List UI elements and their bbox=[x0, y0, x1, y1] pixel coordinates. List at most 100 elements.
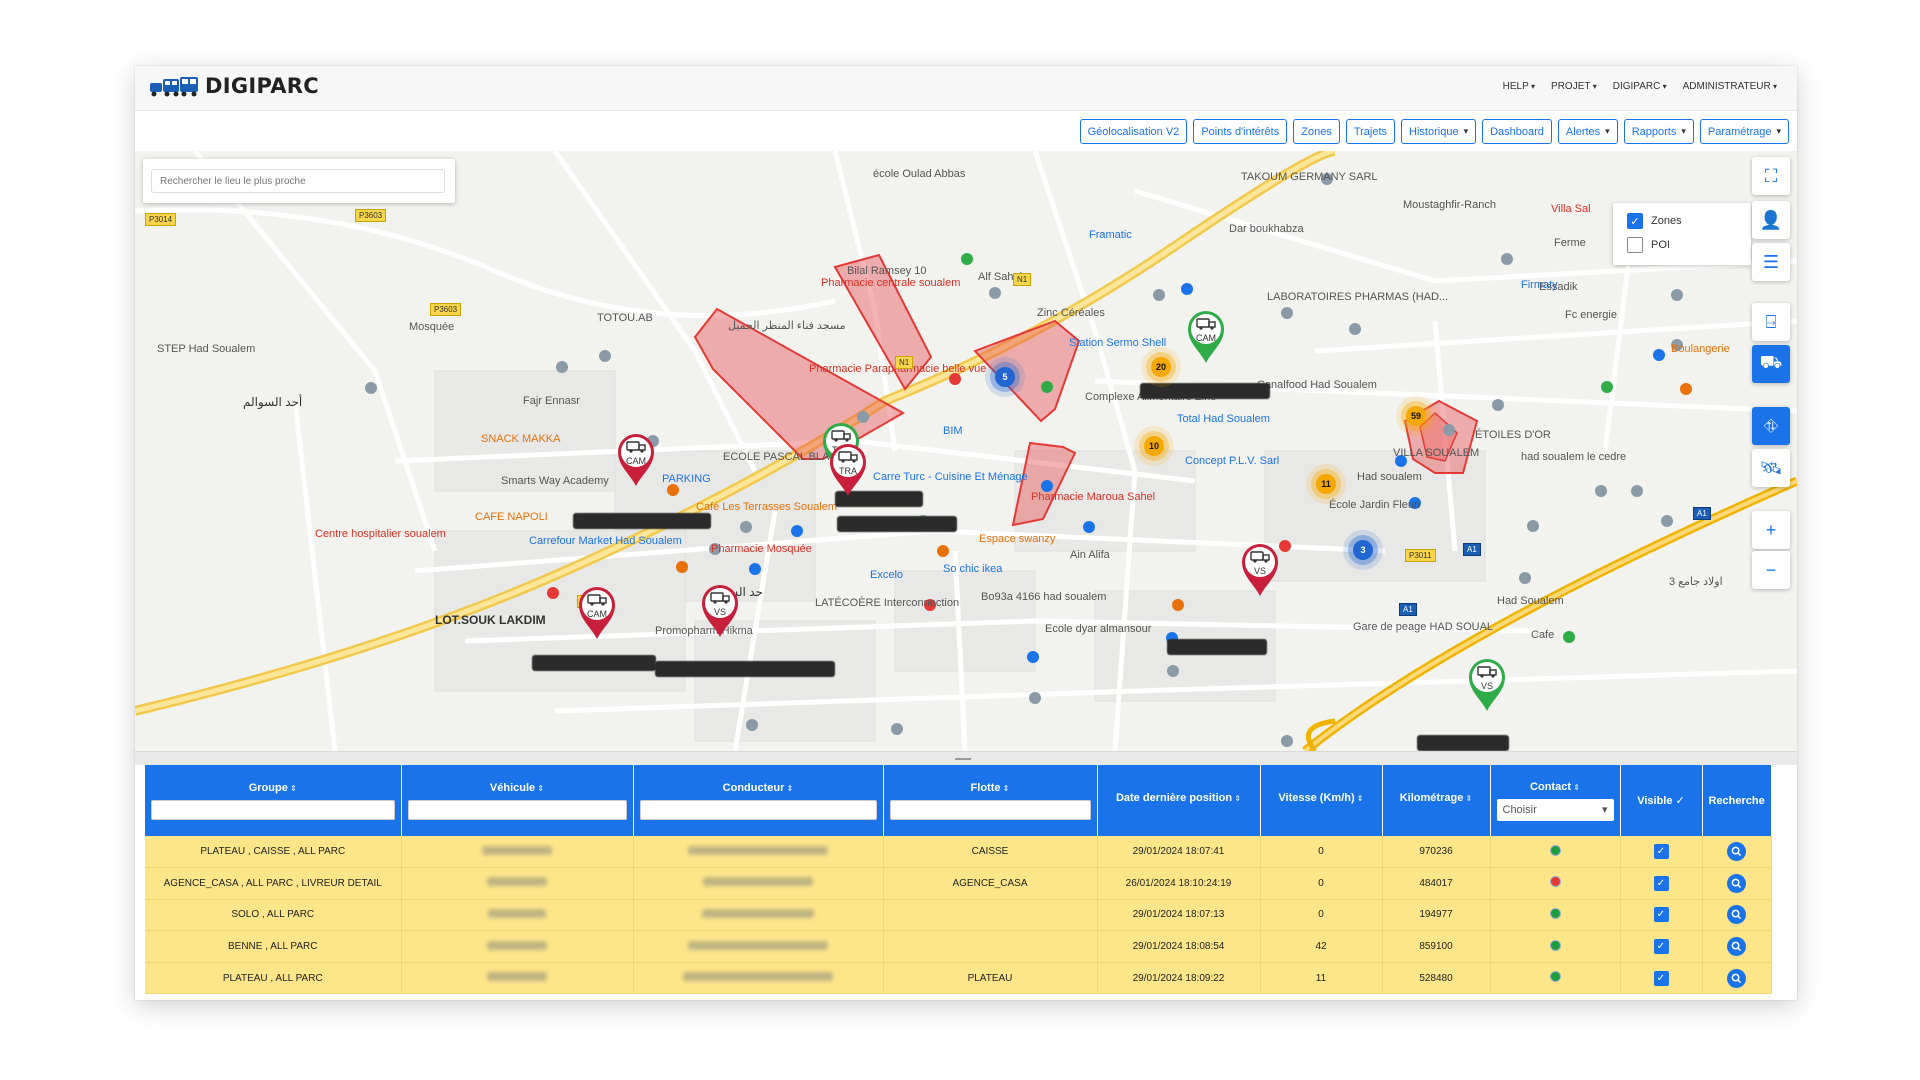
visible-checkbox[interactable]: ✓ bbox=[1653, 970, 1669, 986]
layer-zones[interactable]: ✓ Zones bbox=[1627, 213, 1682, 229]
toolbar-button[interactable]: Alertes bbox=[1557, 119, 1618, 144]
vehicle-marker[interactable]: VS bbox=[1465, 655, 1509, 713]
visible-checkbox[interactable]: ✓ bbox=[1653, 875, 1669, 891]
cell-visible[interactable]: ✓ bbox=[1620, 836, 1703, 869]
cell-conducteur bbox=[633, 867, 884, 900]
map-view[interactable]: ✓ Zones POI ⛶ 👤 ☰ ⍈ ⛟ ⛗ 🛰 + − école Oula… bbox=[135, 151, 1797, 751]
vehicle-marker[interactable]: TRA bbox=[826, 440, 870, 498]
col-flotte-label: Flotte bbox=[890, 782, 1091, 794]
driver-button[interactable]: 👤 bbox=[1752, 201, 1790, 239]
top-menu-item[interactable]: HELP bbox=[1503, 81, 1535, 92]
col-contact-label: Contact bbox=[1497, 781, 1614, 793]
vehicle-cluster[interactable]: 11 bbox=[1316, 474, 1336, 494]
route-button[interactable]: ⛗ bbox=[1752, 407, 1790, 445]
toolbar-button[interactable]: Paramétrage bbox=[1699, 119, 1789, 144]
top-menu-item[interactable]: PROJET bbox=[1551, 81, 1597, 92]
vehicle-marker[interactable]: CAM bbox=[614, 430, 658, 488]
cell-recherche[interactable] bbox=[1702, 962, 1772, 995]
zones-checkbox[interactable]: ✓ bbox=[1627, 213, 1643, 229]
vehicule-filter-input[interactable] bbox=[407, 799, 627, 820]
cell-recherche[interactable] bbox=[1702, 836, 1772, 869]
col-contact[interactable]: Contact Choisir▾ bbox=[1490, 765, 1621, 836]
layer-poi[interactable]: POI bbox=[1627, 237, 1670, 253]
locate-button[interactable] bbox=[1727, 873, 1746, 893]
toolbar-button[interactable]: Rapports bbox=[1623, 119, 1694, 144]
groupe-filter-input[interactable] bbox=[151, 799, 395, 820]
toolbar-button[interactable]: Points d'intérêts bbox=[1193, 119, 1288, 144]
locate-button[interactable] bbox=[1727, 842, 1746, 862]
tracking-button[interactable]: ⛟ bbox=[1752, 345, 1790, 383]
poi-checkbox[interactable] bbox=[1627, 237, 1643, 253]
satellite-button[interactable]: 🛰 bbox=[1752, 449, 1790, 487]
toolbar-button[interactable]: Dashboard bbox=[1482, 119, 1552, 144]
cell-visible[interactable]: ✓ bbox=[1620, 930, 1703, 963]
cell-flotte: AGENCE_CASA bbox=[883, 867, 1098, 900]
menu-button[interactable]: ☰ bbox=[1752, 243, 1790, 281]
col-km[interactable]: Kilométrage bbox=[1382, 765, 1491, 836]
zoom-out-button[interactable]: − bbox=[1752, 551, 1790, 589]
col-groupe[interactable]: Groupe bbox=[145, 765, 402, 836]
locate-button[interactable] bbox=[1727, 968, 1746, 988]
vehicle-cluster[interactable]: 59 bbox=[1406, 406, 1426, 426]
visible-checkbox[interactable]: ✓ bbox=[1653, 907, 1669, 923]
vehicle-marker[interactable]: VS bbox=[1238, 540, 1282, 598]
fullscreen-button[interactable]: ⛶ bbox=[1752, 157, 1790, 195]
map-pin-icon bbox=[1188, 311, 1224, 363]
cell-recherche[interactable] bbox=[1702, 867, 1772, 900]
map-search-input[interactable] bbox=[151, 169, 445, 193]
vehicle-cluster[interactable]: 3 bbox=[1353, 540, 1373, 560]
col-vitesse[interactable]: Vitesse (Km/h) bbox=[1260, 765, 1383, 836]
panel-splitter[interactable] bbox=[135, 751, 1797, 765]
toolbar-button[interactable]: Géolocalisation V2 bbox=[1079, 119, 1188, 144]
map-place-label: Carrefour Market Had Soualem bbox=[529, 535, 682, 547]
vehicle-cluster[interactable]: 20 bbox=[1151, 357, 1171, 377]
door-button[interactable]: ⍈ bbox=[1752, 303, 1790, 341]
col-date[interactable]: Date dernière position bbox=[1097, 765, 1261, 836]
vehicle-cluster[interactable]: 5 bbox=[995, 367, 1015, 387]
cell-recherche[interactable] bbox=[1702, 930, 1772, 963]
map-place-label: Centre hospitalier soualem bbox=[315, 528, 446, 540]
col-conducteur[interactable]: Conducteur bbox=[633, 765, 884, 836]
contact-filter-select[interactable]: Choisir▾ bbox=[1496, 798, 1614, 821]
cell-visible[interactable]: ✓ bbox=[1620, 962, 1703, 995]
vehicle-plate-label bbox=[837, 516, 957, 532]
col-visible[interactable]: Visible ✓ bbox=[1620, 765, 1703, 836]
col-km-label: Kilométrage bbox=[1389, 792, 1484, 804]
map-place-label: Ferme bbox=[1554, 237, 1586, 249]
locate-button[interactable] bbox=[1727, 905, 1746, 925]
logo[interactable]: DIGIPARC bbox=[149, 74, 319, 98]
visible-checkbox[interactable]: ✓ bbox=[1653, 939, 1669, 955]
zoom-in-button[interactable]: + bbox=[1752, 511, 1790, 549]
vehicle-marker[interactable]: CAM bbox=[575, 583, 619, 641]
cell-recherche[interactable] bbox=[1702, 899, 1772, 932]
map-place-label: Pharmacie Parapharmacie belle vue bbox=[809, 363, 987, 375]
vehicle-marker[interactable]: CAM bbox=[1184, 307, 1228, 365]
toolbar-button[interactable]: Trajets bbox=[1345, 119, 1396, 144]
toolbar-button[interactable]: Historique bbox=[1401, 119, 1477, 144]
col-flotte[interactable]: Flotte bbox=[883, 765, 1098, 836]
cell-vehicule bbox=[401, 962, 634, 995]
vehicle-marker[interactable]: VS bbox=[698, 581, 742, 639]
locate-button[interactable] bbox=[1727, 937, 1746, 957]
conducteur-filter-input[interactable] bbox=[639, 799, 877, 820]
vehicle-cluster[interactable]: 10 bbox=[1144, 436, 1164, 456]
cell-visible[interactable]: ✓ bbox=[1620, 899, 1703, 932]
map-place-label: VILLA SOUALEM bbox=[1393, 447, 1480, 459]
flotte-filter-input[interactable] bbox=[889, 799, 1091, 820]
cell-groupe: PLATEAU , CAISSE , ALL PARC bbox=[145, 836, 402, 869]
vehicle-code-label: CAM bbox=[1196, 333, 1216, 343]
visible-checkbox[interactable]: ✓ bbox=[1653, 844, 1669, 860]
top-menu-item[interactable]: ADMINISTRATEUR bbox=[1683, 81, 1777, 92]
cell-conducteur bbox=[633, 899, 884, 932]
map-place-label: PARKING bbox=[662, 473, 711, 485]
top-menu-item[interactable]: DIGIPARC bbox=[1613, 81, 1667, 92]
satellite-icon: 🛰 bbox=[1759, 457, 1783, 478]
toolbar-button[interactable]: Zones bbox=[1293, 119, 1340, 144]
cell-visible[interactable]: ✓ bbox=[1620, 867, 1703, 900]
col-vehicule[interactable]: Véhicule bbox=[401, 765, 634, 836]
